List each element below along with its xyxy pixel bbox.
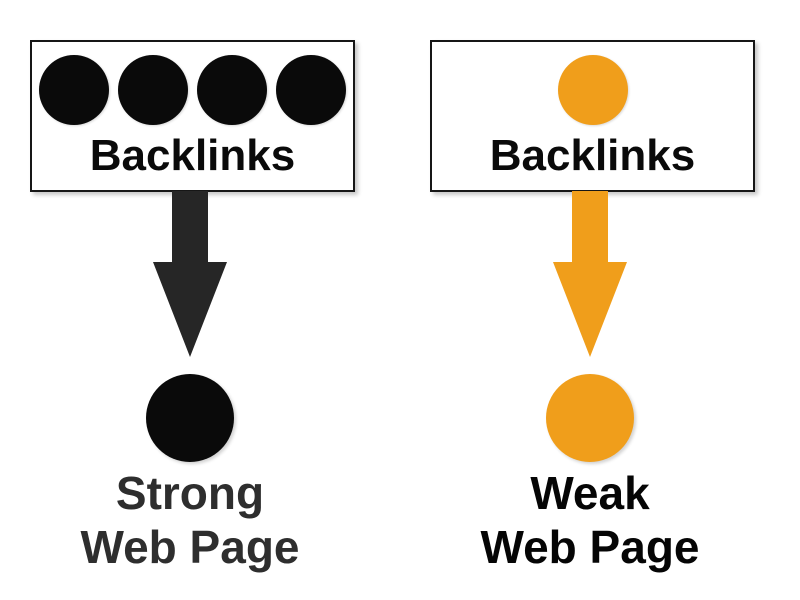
node-label-strong: Strong Web Page (0, 466, 380, 574)
backlinks-box-weak: Backlinks (430, 40, 755, 192)
backlink-dot (557, 55, 628, 125)
backlink-dot (276, 55, 346, 125)
backlink-dot (197, 55, 267, 125)
down-arrow-icon-strong (153, 191, 227, 357)
node-label-line1: Strong (115, 467, 265, 519)
node-label-line2: Web Page (480, 521, 700, 573)
web-page-node-weak (546, 374, 634, 462)
down-arrow-icon-weak (553, 191, 627, 357)
arrow-shape (553, 191, 627, 357)
arrow-shape (153, 191, 227, 357)
backlink-dots-weak (557, 55, 628, 125)
web-page-node-strong (146, 374, 234, 462)
node-label-weak: Weak Web Page (400, 466, 780, 574)
backlink-dot (118, 55, 188, 125)
node-label-line1: Weak (530, 467, 650, 519)
column-strong-web-page: Backlinks Strong Web Page (0, 40, 380, 574)
backlinks-label-strong: Backlinks (89, 131, 296, 180)
backlinks-box-strong: Backlinks (30, 40, 355, 192)
backlink-dot (39, 55, 109, 125)
node-label-line2: Web Page (80, 521, 300, 573)
backlinks-label-weak: Backlinks (489, 131, 696, 180)
backlink-dots-strong (39, 55, 346, 125)
column-weak-web-page: Backlinks Weak Web Page (400, 0, 800, 600)
